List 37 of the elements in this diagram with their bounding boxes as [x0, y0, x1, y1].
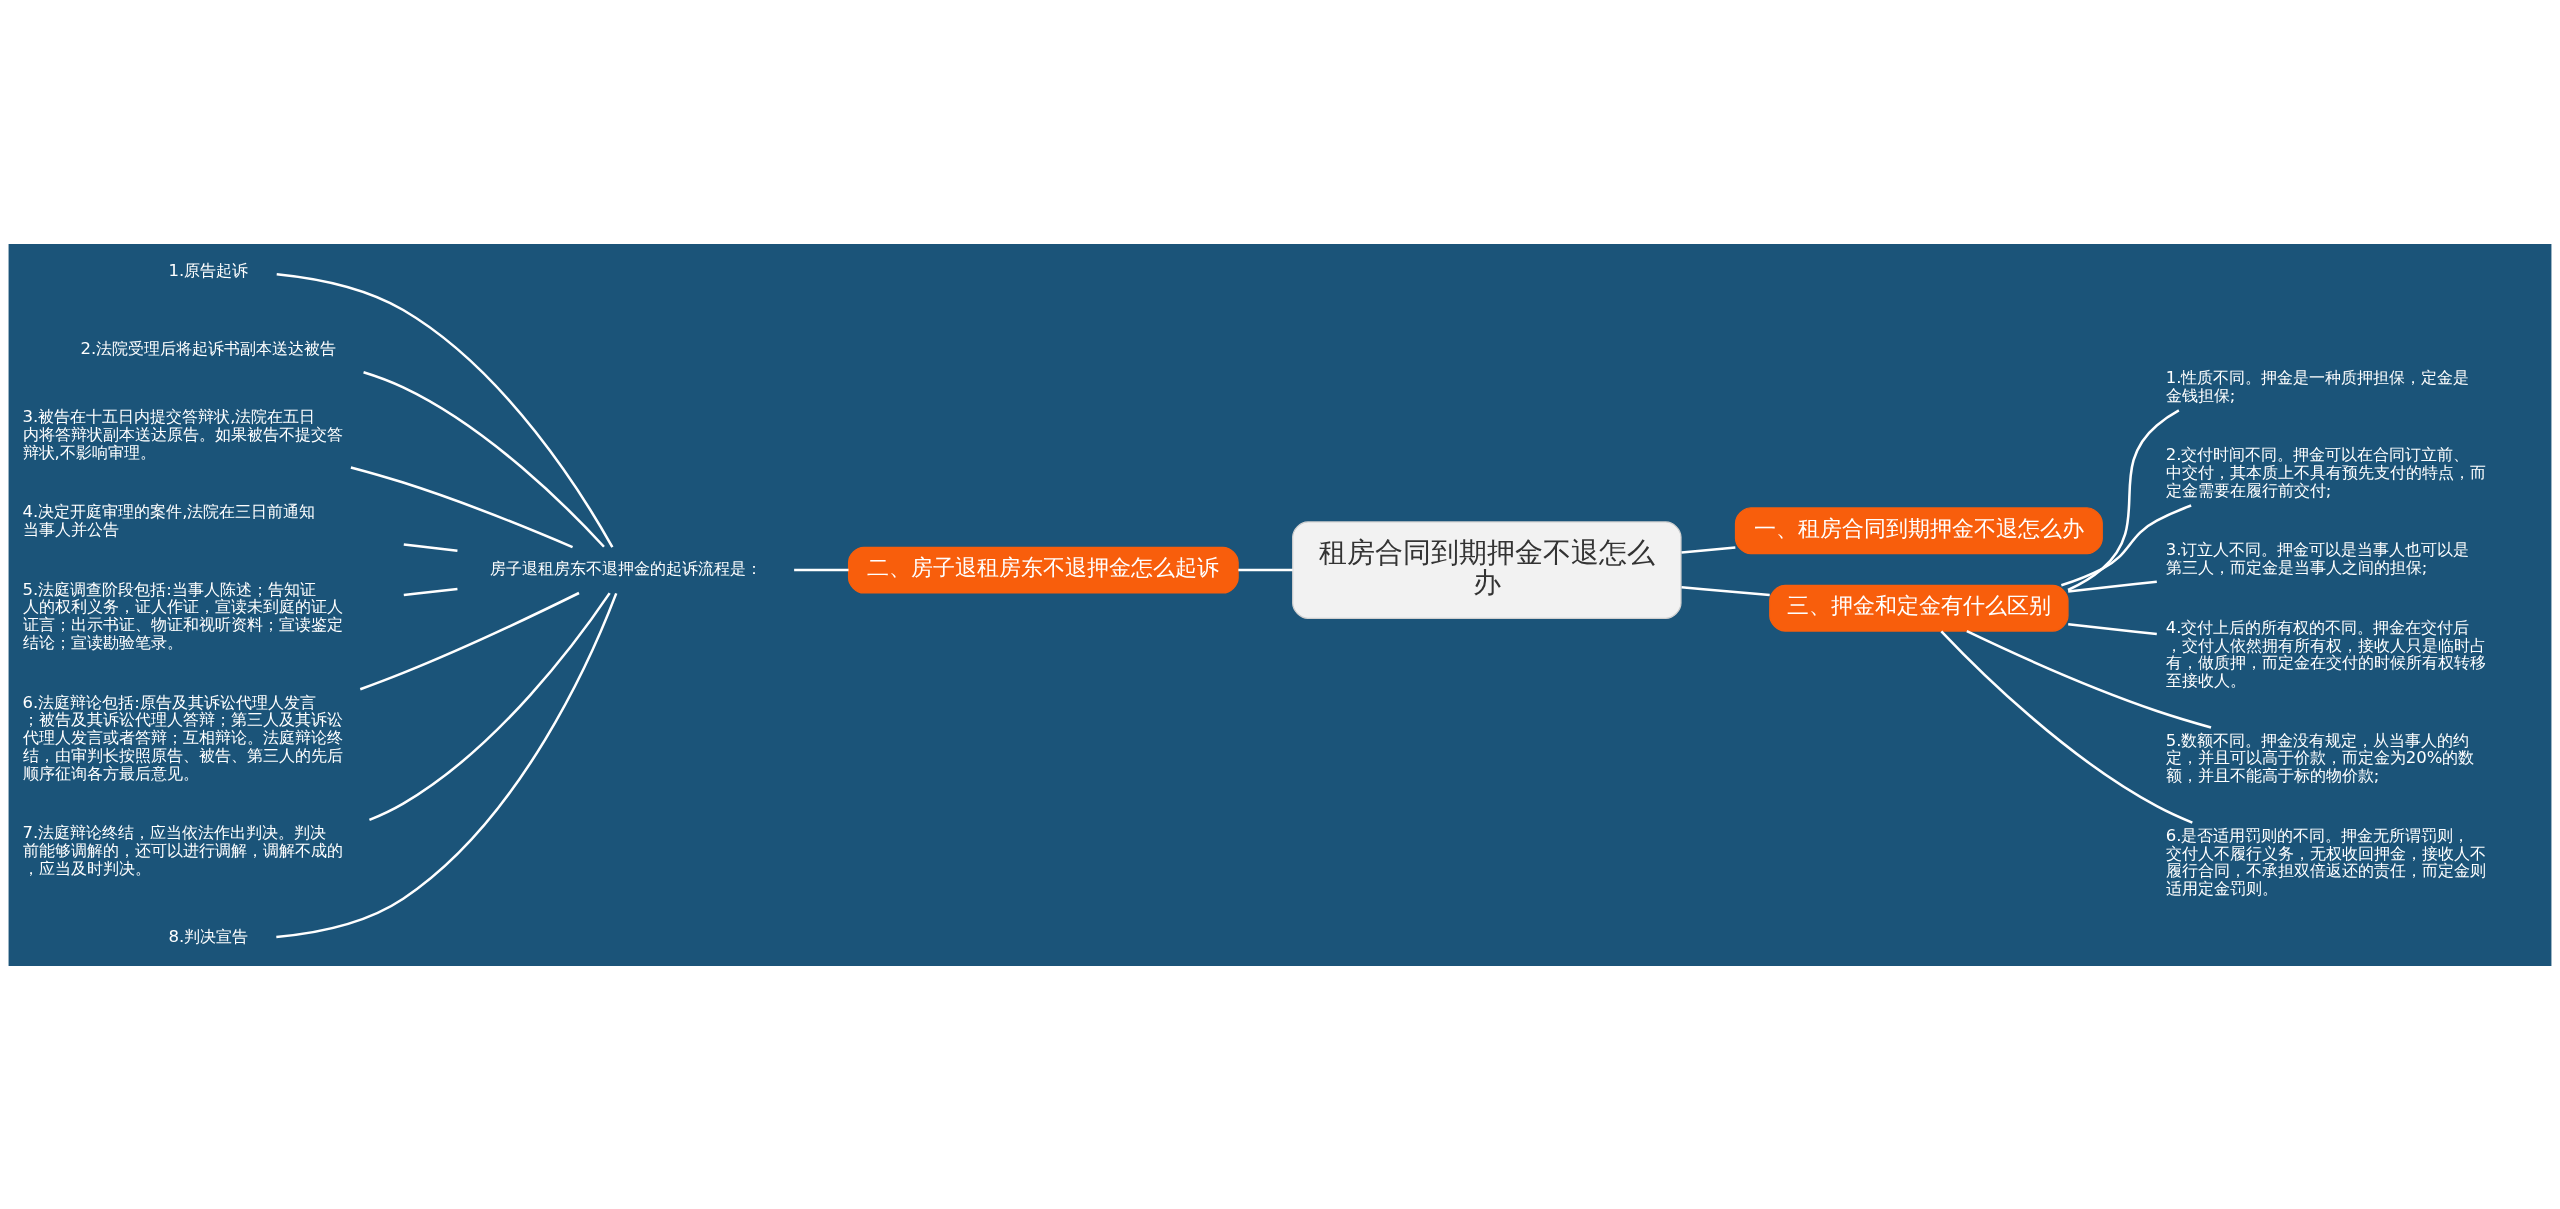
connector — [1681, 585, 1770, 596]
connector — [403, 542, 458, 552]
node-text: 5.数额不同。押金没有规定，从当事人的约定，并且可以高于价款，而定金为20%的数额，并且不能高于标的物价款; — [2165, 730, 2475, 785]
node-text: 1.性质不同。押金是一种质押担保，定金是金钱担保; — [2165, 367, 2470, 405]
connector — [368, 591, 611, 821]
connector — [276, 272, 614, 548]
node-text: 4.交付上后的所有权的不同。押金在交付后，交付人依然拥有所有权，接收人只是临时占有，做质押，而定金在交付的时候所有权转移至接收人。 — [2165, 617, 2486, 690]
node-box: 一、租房合同到期押金不退怎么办 — [1734, 506, 2103, 554]
node-text: 房子退租房东不退押金的起诉流程是： — [489, 558, 762, 578]
node-box: 二、房子退租房东不退押金怎么起诉 — [847, 546, 1239, 594]
connector — [1681, 545, 1736, 554]
node-text: 4.决定开庭审理的案件,法院在三日前通知当事人并公告 — [22, 501, 316, 539]
node-text: 3.订立人不同。押金可以是当事人也可以是第三人，而定金是当事人之间的担保; — [2165, 539, 2470, 577]
connector — [1940, 629, 2193, 824]
connector — [1966, 629, 2212, 729]
connector — [276, 592, 618, 938]
node-text: 6.法庭辩论包括:原告及其诉讼代理人发言；被告及其诉讼代理人答辩；第三人及其诉讼代理人发言或者答辩；互相辩论。法庭辩论终结，由审判长按照原告、被告、第三人的先后顺序征询各方最后意见。 — [22, 692, 343, 783]
node-text: 1.原告起诉 — [168, 260, 249, 280]
node-text: 5.法庭调查阶段包括:当事人陈述；告知证人的权利义务，证人作证，宣读未到庭的证人证言；出示书证、物证和视听资料；宣读鉴定结论；宣读勘验笔录。 — [22, 579, 343, 652]
connector — [403, 587, 458, 596]
connector — [350, 465, 574, 548]
node-text: 2.交付时间不同。押金可以在合同订立前、中交付，其本质上不具有预先支付的特点，而定金需要在履行前交付; — [2165, 444, 2486, 500]
node-text: 7.法庭辩论终结，应当依法作出判决。判决前能够调解的，还可以进行调解，调解不成的，应当及时判决。 — [22, 822, 343, 878]
connector — [363, 370, 605, 548]
connector — [2060, 503, 2192, 586]
connector — [2067, 408, 2180, 591]
connector — [794, 568, 849, 571]
node-text: 6.是否适用罚则的不同。押金无所谓罚则，交付人不履行义务，无权收回押金，接收人不履行合同，不承担双倍返还的责任，而定金则适用定金罚则。 — [2165, 825, 2486, 898]
connector — [359, 591, 580, 690]
node-text: 8.判决宣告 — [168, 926, 249, 946]
connector — [2068, 579, 2157, 593]
connector — [2068, 622, 2157, 635]
node-box: 三、押金和定金有什么区别 — [1769, 584, 2069, 632]
connector — [1238, 568, 1293, 571]
node-text: 2.法院受理后将起诉书副本送达被告 — [80, 338, 337, 358]
node-text: 3.被告在十五日内提交答辩状,法院在五日内将答辩状副本送达原告。如果被告不提交答辩状,不影响审理。 — [22, 406, 343, 462]
node-box: 租房合同到期押金不退怎么办 — [1292, 520, 1682, 619]
